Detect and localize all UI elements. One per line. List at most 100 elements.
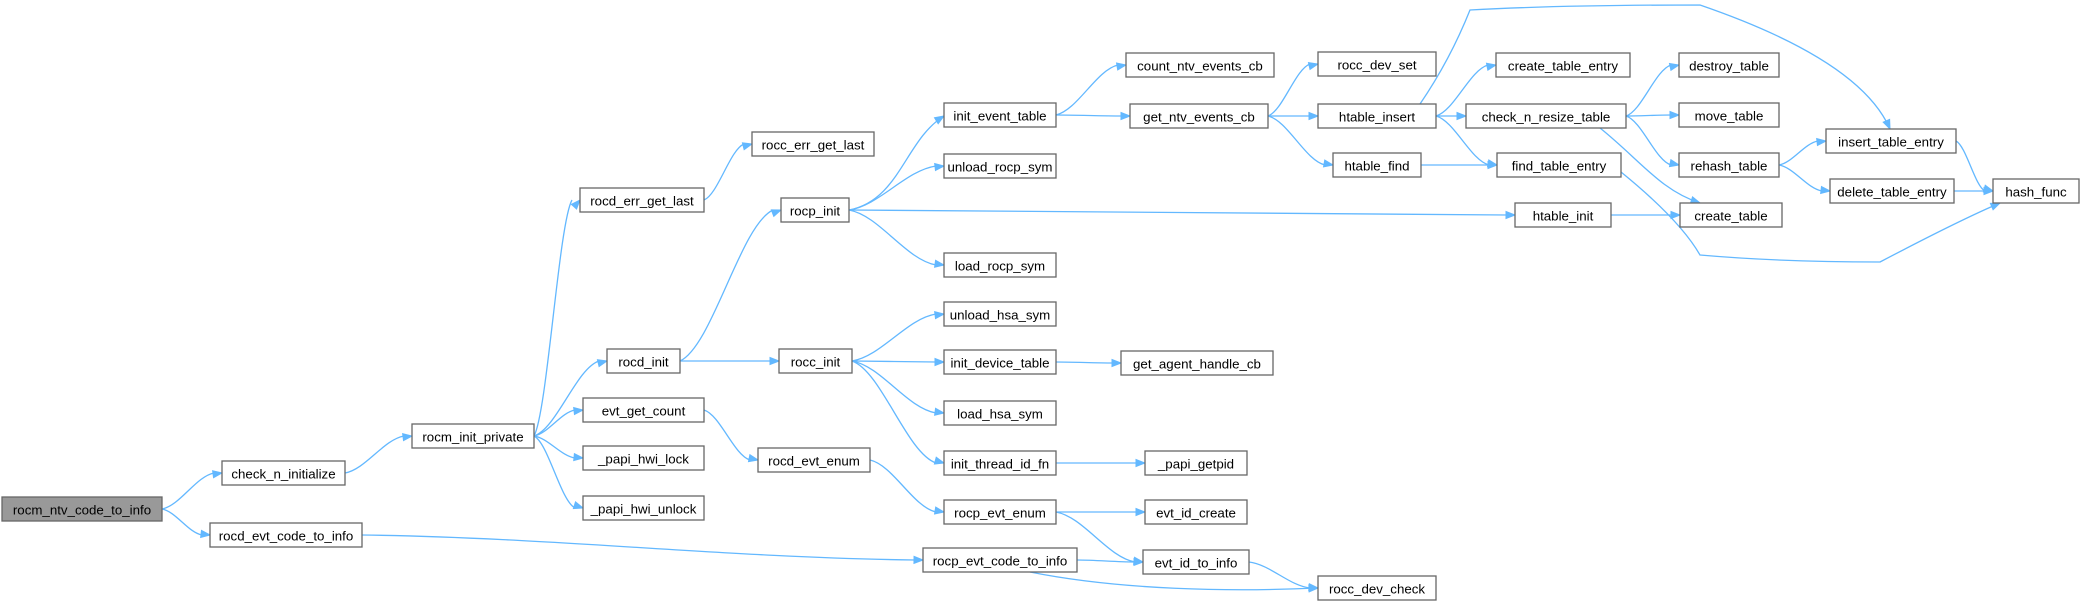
- arrowhead: [572, 501, 585, 510]
- call-edge-get-ntv-events-cb-to-rocc-dev-set: [1267, 61, 1320, 117]
- function-node-rocd-evt-code-to-info[interactable]: rocd_evt_code_to_info: [209, 522, 363, 548]
- function-node-destroy-table[interactable]: destroy_table: [1678, 52, 1780, 78]
- arrowhead: [933, 259, 946, 268]
- function-node-evt-id-to-info[interactable]: evt_id_to_info: [1142, 549, 1250, 575]
- node-label: check_n_resize_table: [1482, 110, 1611, 125]
- function-node-unload-rocp-sym[interactable]: unload_rocp_sym: [943, 153, 1057, 179]
- function-node-papi-hwi-lock[interactable]: _papi_hwi_lock: [582, 445, 705, 471]
- function-node-rocd-init[interactable]: rocd_init: [606, 348, 681, 374]
- node-label: destroy_table: [1689, 59, 1769, 74]
- function-node-init-event-table[interactable]: init_event_table: [943, 102, 1057, 128]
- function-node-rocp-evt-code-to-info[interactable]: rocp_evt_code_to_info: [922, 547, 1078, 573]
- arrowhead: [570, 198, 581, 210]
- node-box: [221, 460, 346, 486]
- arrowhead: [933, 506, 946, 515]
- function-node-rocc-dev-check[interactable]: rocc_dev_check: [1317, 575, 1437, 601]
- node-label: load_hsa_sym: [957, 407, 1043, 422]
- function-node-evt-get-count[interactable]: evt_get_count: [582, 397, 705, 423]
- call-edge-check-n-resize-table-to-rehash-table: [1625, 115, 1681, 168]
- function-node-rocm-ntv-code-to-info[interactable]: rocm_ntv_code_to_info: [1, 496, 163, 522]
- edge-line: [344, 435, 405, 474]
- function-node-check-n-initialize[interactable]: check_n_initialize: [221, 460, 346, 486]
- function-node-load-rocp-sym[interactable]: load_rocp_sym: [943, 252, 1057, 278]
- function-node-insert-table-entry[interactable]: insert_table_entry: [1825, 128, 1957, 154]
- function-node-create-table-entry[interactable]: create_table_entry: [1495, 52, 1631, 78]
- call-edge-insert-table-entry-to-hash-func: [1955, 140, 1995, 193]
- function-node-htable-find[interactable]: htable_find: [1332, 152, 1422, 178]
- function-node-rocp-init[interactable]: rocp_init: [780, 197, 850, 223]
- node-box: [1495, 52, 1631, 78]
- arrowhead: [934, 162, 946, 172]
- edge-line: [1955, 140, 1986, 192]
- arrowhead: [934, 407, 946, 416]
- edge-line: [1620, 171, 2001, 263]
- call-edge-rocd-init-to-rocc-init: [680, 356, 781, 366]
- edge-line: [1625, 114, 1672, 117]
- function-node-move-table[interactable]: move_table: [1678, 102, 1780, 128]
- call-edge-check-n-resize-table-to-destroy-table: [1625, 62, 1681, 117]
- function-node-delete-table-entry[interactable]: delete_table_entry: [1829, 178, 1955, 204]
- function-node-rocd-err-get-last[interactable]: rocd_err_get_last: [579, 187, 705, 213]
- call-edges: [161, 4, 2002, 593]
- function-node-unload-hsa-sym[interactable]: unload_hsa_sym: [943, 301, 1057, 327]
- function-node-rocc-dev-set[interactable]: rocc_dev_set: [1317, 51, 1437, 77]
- edge-line: [851, 360, 937, 363]
- function-node-hash-func[interactable]: hash_func: [1992, 178, 2080, 204]
- arrowhead: [741, 142, 754, 151]
- call-edge-evt-get-count-to-rocd-evt-enum: [703, 409, 760, 463]
- function-node-count-ntv-events-cb[interactable]: count_ntv_events_cb: [1125, 52, 1275, 78]
- call-edge-rocp-init-to-unload-rocp-sym: [848, 162, 946, 211]
- function-node-htable-init[interactable]: htable_init: [1514, 202, 1612, 228]
- function-node-get-ntv-events-cb[interactable]: get_ntv_events_cb: [1129, 103, 1269, 129]
- function-node-init-device-table[interactable]: init_device_table: [943, 349, 1057, 375]
- edge-line: [533, 199, 573, 437]
- call-edge-check-n-initialize-to-rocm-init-private: [344, 433, 414, 474]
- node-label: hash_func: [2005, 185, 2067, 200]
- function-node-papi-getpid[interactable]: _papi_getpid: [1144, 450, 1248, 476]
- node-label: init_device_table: [950, 356, 1049, 371]
- edge-line: [361, 534, 916, 561]
- function-node-rocd-evt-enum[interactable]: rocd_evt_enum: [757, 447, 871, 473]
- function-node-rocc-err-get-last[interactable]: rocc_err_get_last: [751, 131, 875, 157]
- node-box: [943, 153, 1057, 179]
- node-label: _papi_getpid: [1157, 457, 1234, 472]
- call-edge-rocm-init-private-to-papi-hwi-unlock: [533, 435, 585, 510]
- node-label: delete_table_entry: [1837, 185, 1947, 200]
- arrowhead: [1322, 159, 1335, 168]
- edge-line: [1055, 361, 1114, 364]
- function-node-rocc-init[interactable]: rocc_init: [778, 348, 853, 374]
- function-node-papi-hwi-unlock[interactable]: _papi_hwi_unlock: [582, 495, 705, 521]
- function-node-rocm-init-private[interactable]: rocm_init_private: [411, 423, 535, 449]
- node-box: [943, 400, 1057, 426]
- node-label: rocp_evt_enum: [954, 506, 1046, 521]
- node-box: [1317, 575, 1437, 601]
- function-node-check-n-resize-table[interactable]: check_n_resize_table: [1465, 103, 1627, 129]
- node-box: [1679, 202, 1783, 228]
- edge-line: [1248, 561, 1311, 589]
- edge-line: [533, 360, 600, 437]
- arrowhead: [1135, 507, 1147, 517]
- node-box: [943, 349, 1057, 375]
- node-label: rocd_evt_code_to_info: [219, 529, 354, 544]
- node-label: get_ntv_events_cb: [1143, 110, 1255, 125]
- function-node-get-agent-handle-cb[interactable]: get_agent_handle_cb: [1120, 350, 1274, 376]
- call-edge-rocm-init-private-to-rocd-init: [533, 359, 609, 437]
- function-node-rehash-table[interactable]: rehash_table: [1678, 152, 1780, 178]
- arrowhead: [573, 452, 585, 462]
- function-node-htable-insert[interactable]: htable_insert: [1317, 103, 1437, 129]
- arrowhead: [913, 555, 925, 565]
- function-node-find-table-entry[interactable]: find_table_entry: [1496, 152, 1622, 178]
- node-label: htable_find: [1344, 159, 1409, 174]
- node-box: [943, 102, 1057, 128]
- edge-line: [533, 435, 576, 459]
- node-label: rocc_dev_check: [1329, 582, 1425, 597]
- node-box: [1992, 178, 2080, 204]
- function-node-rocp-evt-enum[interactable]: rocp_evt_enum: [943, 499, 1057, 525]
- function-node-create-table[interactable]: create_table: [1679, 202, 1783, 228]
- function-node-evt-id-create[interactable]: evt_id_create: [1144, 499, 1248, 525]
- node-label: init_event_table: [953, 109, 1046, 124]
- node-label: load_rocp_sym: [955, 259, 1045, 274]
- function-node-init-thread-id-fn[interactable]: init_thread_id_fn: [943, 450, 1057, 476]
- function-node-load-hsa-sym[interactable]: load_hsa_sym: [943, 400, 1057, 426]
- edge-line: [1435, 64, 1489, 117]
